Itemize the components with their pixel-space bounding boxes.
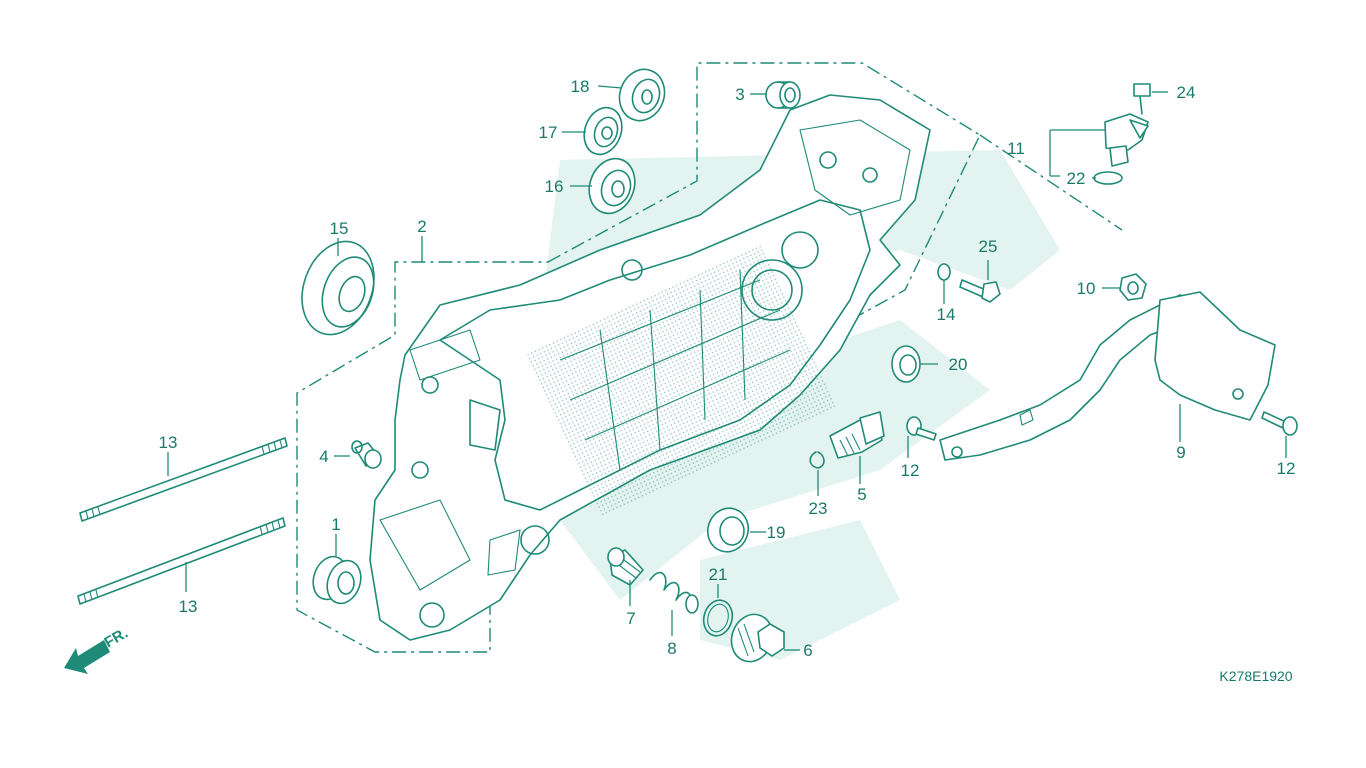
callout-5: 5 [857,485,866,504]
clip-23 [809,451,825,469]
crankcase-left [369,94,931,641]
callout-20: 20 [949,355,968,374]
nut-10 [1119,273,1147,301]
callout-7: 7 [626,609,635,628]
bolt-12-left [906,416,937,441]
bearing-17 [583,106,623,156]
callout-19: 19 [767,523,786,542]
oil-seal-19 [706,507,750,553]
callout-15: 15 [330,219,349,238]
bolt-25 [959,279,1001,303]
callout-18: 18 [571,77,590,96]
bolt-12-right [1261,411,1298,436]
fitting-5 [829,411,885,459]
front-direction-indicator: FR. [64,625,131,674]
callout-16: 16 [545,177,564,196]
callout-22: 22 [1067,169,1086,188]
sensor-assembly [1104,113,1149,167]
callout-6: 6 [803,641,812,660]
callout-1: 1 [331,515,340,534]
bearing-1 [312,555,362,605]
front-arrow-icon [64,640,110,674]
o-ring-22 [1093,171,1123,185]
group-outline-sensor [979,134,1123,231]
callout-9: 9 [1176,443,1185,462]
oil-seal-20 [891,345,921,383]
callout-4: 4 [319,447,328,466]
callout-13-lower: 13 [179,597,198,616]
callout-12-right: 12 [1277,459,1296,478]
callout-labels: 1 2 3 4 5 6 7 8 9 10 11 12 12 13 13 14 1… [159,77,1296,660]
bearing-large [301,240,375,336]
bracket-cover [939,291,1276,461]
callout-17: 17 [539,123,558,142]
callout-2: 2 [417,217,426,236]
bearing-16 [588,157,636,215]
callout-23: 23 [809,499,828,518]
o-ring-21 [702,599,734,637]
callout-8: 8 [667,639,676,658]
callout-11: 11 [1007,139,1025,158]
callout-21: 21 [709,565,728,584]
callout-24: 24 [1177,83,1196,102]
bushing-3 [765,81,801,109]
stud-bolt-upper [79,437,288,522]
callout-12-left: 12 [901,461,920,480]
bearing-18 [618,68,666,122]
spring [649,571,699,614]
stud-bolt-lower [77,517,286,605]
strainer-screen [607,547,644,586]
dowel-pin [351,440,382,469]
callout-13-upper: 13 [159,433,178,452]
callout-25: 25 [979,237,998,256]
callout-14: 14 [937,305,956,324]
callout-3: 3 [735,85,744,104]
diagram-code: K278E1920 [1219,668,1292,684]
drain-plug [730,613,785,663]
callout-10: 10 [1077,279,1096,298]
bolt-24 [1133,83,1151,115]
washer-14 [937,263,951,281]
leader-lines [167,85,1287,651]
